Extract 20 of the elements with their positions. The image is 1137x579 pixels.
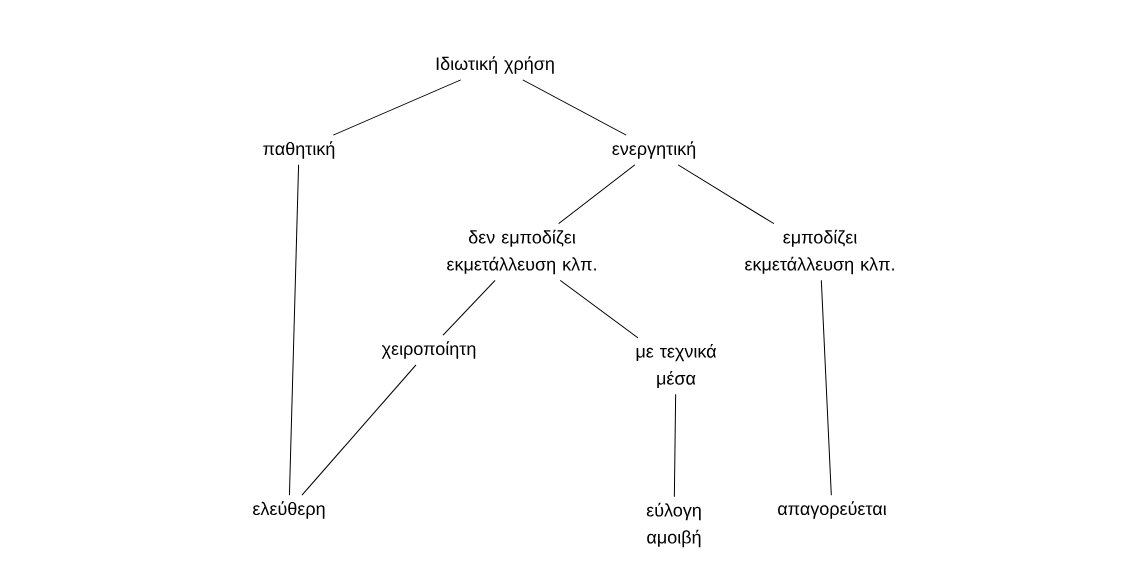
tree-label: απαγορεύεται	[778, 501, 887, 519]
tree-label: Ιδιωτική χρήση	[436, 56, 554, 74]
tree-line	[820, 279, 832, 496]
tree-label: δεν εμποδίζει εκμετάλλευση κλπ.	[447, 229, 596, 275]
tree-line	[677, 164, 775, 225]
tree-label: εμποδίζει εκμετάλλευση κλπ.	[745, 229, 894, 275]
tree-label: ενεργητική	[612, 141, 696, 159]
tree-label: ελεύθερη	[253, 501, 325, 519]
tree-line	[559, 279, 639, 339]
tree-line	[522, 79, 627, 136]
tree-label: παθητική	[263, 141, 335, 159]
tree-line	[332, 79, 462, 136]
tree-line	[288, 164, 300, 496]
tree-line	[558, 164, 636, 225]
tree-label: εύλογη αμοιβή	[646, 502, 701, 548]
tree-line	[673, 393, 677, 498]
tree-line	[442, 279, 496, 336]
tree-line	[301, 364, 417, 496]
tree-label: με τεχνικά μέσα	[636, 344, 717, 388]
tree-label: χειροποίητη	[381, 341, 476, 359]
